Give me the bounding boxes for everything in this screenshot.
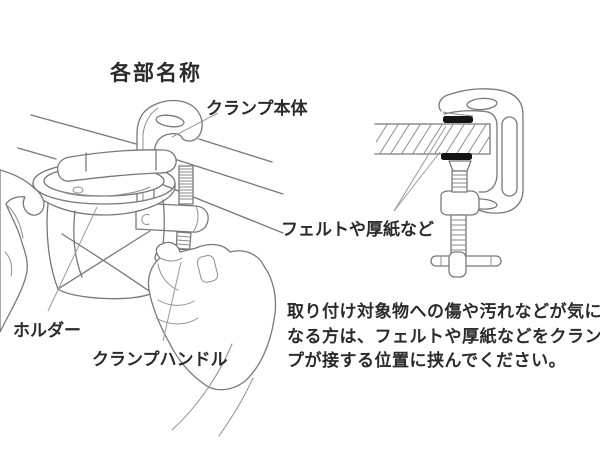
caution-note-line3: プが接する位置に挟んでください。 [287,351,567,371]
clamp-screw-upper [178,165,194,205]
leader-felt-top [393,125,447,212]
thumb-drawing [56,149,177,182]
table-slab-hatched [374,123,491,155]
c-clamp-frame [438,88,524,216]
label-holder: ホルダー [13,321,81,340]
page-title: 各部名称 [110,62,202,85]
leader-clamp-body [171,112,219,138]
right-hand-drawing [147,241,277,437]
left-hand-drawing [0,149,177,333]
clamp-felt-illustration [374,88,524,278]
caution-note-line2: なる方は、フェルトや厚紙などをクラン [287,326,600,346]
t-handle-hub [448,251,467,278]
label-clamp-body: クランプ本体 [206,99,308,118]
leader-holder [47,206,98,312]
label-clamp-handle: クランプハンドル [92,350,228,369]
label-felt-or-cardboard: フェルトや厚紙など [281,220,434,239]
felt-pad-bottom [441,153,472,160]
leader-felt-bottom [393,151,441,212]
cup-holder-illustration [0,99,284,437]
caution-note: 取り付け対象物への傷や汚れなどが気に なる方は、フェルトや厚紙などをクラン プが… [287,300,600,374]
clamp-screw-assembly [430,160,502,278]
caution-note-line1: 取り付け対象物への傷や汚れなどが気に [287,302,600,321]
felt-pad-top [443,116,473,123]
leader-clamp-handle [162,261,182,342]
